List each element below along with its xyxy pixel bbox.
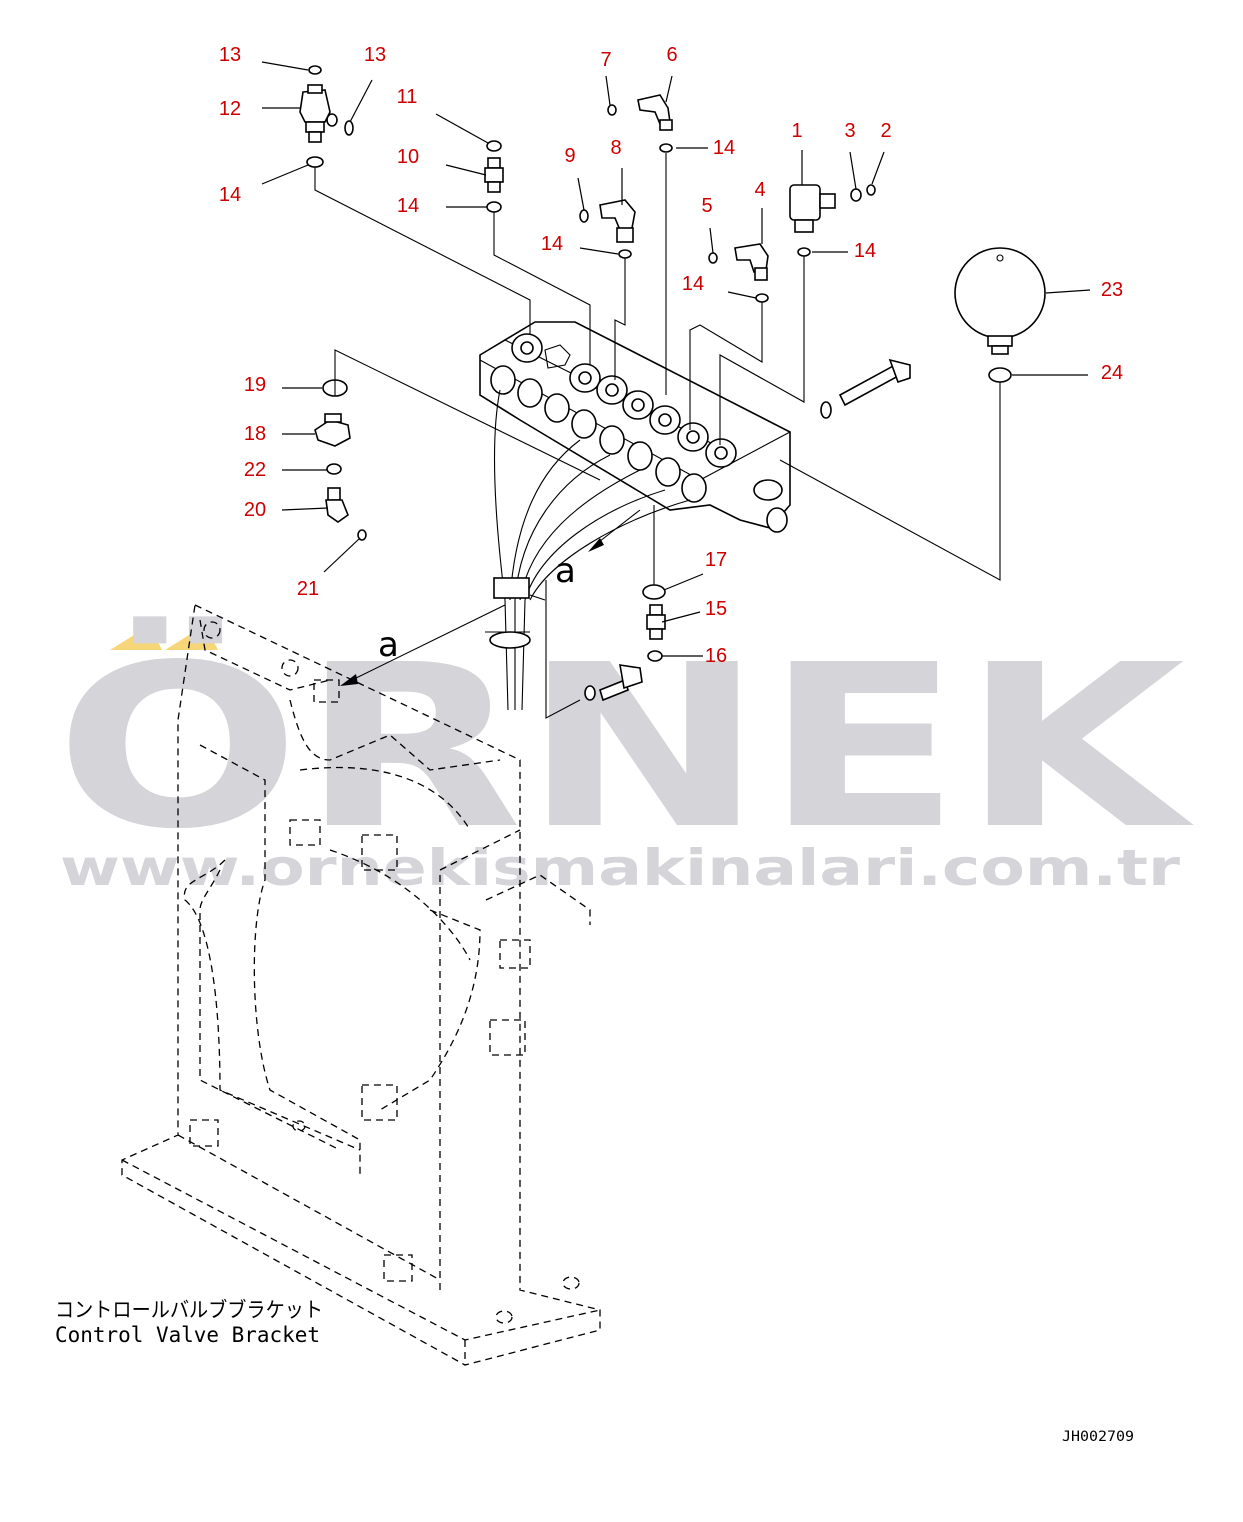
callout-21: 21 bbox=[297, 578, 319, 600]
watermark: ÖRNEK www.ornekismakinalari.com.tr bbox=[55, 616, 1195, 897]
part-3-o-ring bbox=[850, 188, 862, 202]
callout-4: 4 bbox=[754, 179, 765, 201]
callout-13-top: 13 bbox=[219, 44, 241, 66]
watermark-accent-right bbox=[165, 625, 218, 650]
callouts: 13 13 12 14 11 10 14 7 6 14 9 8 14 1 3 2… bbox=[219, 44, 1123, 667]
callout-14-e: 14 bbox=[854, 240, 876, 262]
part-14-o-ring bbox=[486, 201, 502, 213]
callout-24: 24 bbox=[1101, 362, 1123, 384]
part-2-o-ring bbox=[866, 184, 876, 196]
part-5-o-ring bbox=[708, 252, 718, 264]
part-18-plug bbox=[314, 413, 351, 447]
callout-8: 8 bbox=[610, 137, 621, 159]
callout-10: 10 bbox=[397, 146, 419, 168]
part-24-o-ring bbox=[988, 367, 1012, 383]
part-10-connector bbox=[484, 157, 504, 193]
part-4-elbow bbox=[734, 243, 769, 281]
callout-16: 16 bbox=[705, 645, 727, 667]
control-valve-assembly bbox=[479, 321, 791, 711]
part-12-check-valve bbox=[299, 84, 338, 143]
callout-20: 20 bbox=[244, 499, 266, 521]
part-22-o-ring bbox=[326, 463, 342, 475]
bracket-label-english: Control Valve Bracket bbox=[55, 1323, 320, 1347]
part-17-o-ring bbox=[642, 584, 666, 600]
leader-lines bbox=[261, 61, 1091, 719]
callout-15: 15 bbox=[705, 598, 727, 620]
part-14-o-ring bbox=[618, 249, 632, 259]
callout-13-right: 13 bbox=[364, 44, 386, 66]
part-23-accumulator bbox=[954, 247, 1046, 355]
callout-22: 22 bbox=[244, 459, 266, 481]
part-14-o-ring bbox=[797, 247, 811, 257]
view-marker-a-upper: a bbox=[555, 551, 576, 591]
callout-1: 1 bbox=[791, 120, 802, 142]
bracket-label-japanese: コントロールバルブブラケット bbox=[55, 1298, 323, 1322]
part-14-o-ring bbox=[659, 143, 673, 153]
callout-6: 6 bbox=[666, 44, 677, 66]
callout-19: 19 bbox=[244, 374, 266, 396]
part-1-solenoid-valve bbox=[789, 184, 836, 233]
callout-12: 12 bbox=[219, 98, 241, 120]
callout-2: 2 bbox=[880, 120, 891, 142]
part-16-o-ring bbox=[647, 650, 663, 662]
part-8-elbow bbox=[599, 199, 636, 243]
callout-5: 5 bbox=[701, 195, 712, 217]
callout-14-f: 14 bbox=[682, 273, 704, 295]
callout-14-d: 14 bbox=[541, 233, 563, 255]
view-marker-a-lower: a bbox=[378, 625, 399, 665]
part-9-o-ring bbox=[579, 209, 589, 223]
drawing-reference-code: JH002709 bbox=[1062, 1429, 1134, 1445]
part-14-o-ring bbox=[306, 156, 324, 168]
callout-18: 18 bbox=[244, 423, 266, 445]
part-11-o-ring bbox=[486, 140, 502, 152]
mounting-bolt-right bbox=[820, 358, 911, 419]
watermark-brand: ÖRNEK bbox=[55, 616, 1195, 879]
part-21-o-ring bbox=[357, 529, 367, 541]
part-20-elbow bbox=[325, 487, 349, 523]
part-15-connector bbox=[646, 604, 666, 640]
part-13-o-ring bbox=[308, 65, 322, 75]
callout-23: 23 bbox=[1101, 279, 1123, 301]
callout-14-a: 14 bbox=[219, 184, 241, 206]
callout-14-b: 14 bbox=[397, 195, 419, 217]
callout-11: 11 bbox=[397, 86, 418, 108]
callout-14-c: 14 bbox=[713, 137, 735, 159]
mounting-bolt-bottom bbox=[584, 664, 643, 702]
watermark-url: www.ornekismakinalari.com.tr bbox=[60, 839, 1180, 897]
callout-3: 3 bbox=[844, 120, 855, 142]
callout-9: 9 bbox=[564, 145, 575, 167]
part-6-elbow bbox=[637, 94, 673, 131]
watermark-accent-left bbox=[110, 625, 162, 650]
callout-17: 17 bbox=[705, 549, 727, 571]
control-valve-bracket bbox=[121, 604, 601, 1366]
callout-7: 7 bbox=[600, 49, 611, 71]
part-14-o-ring bbox=[755, 293, 769, 303]
part-7-o-ring bbox=[607, 104, 617, 116]
part-13-o-ring-side bbox=[344, 120, 354, 136]
